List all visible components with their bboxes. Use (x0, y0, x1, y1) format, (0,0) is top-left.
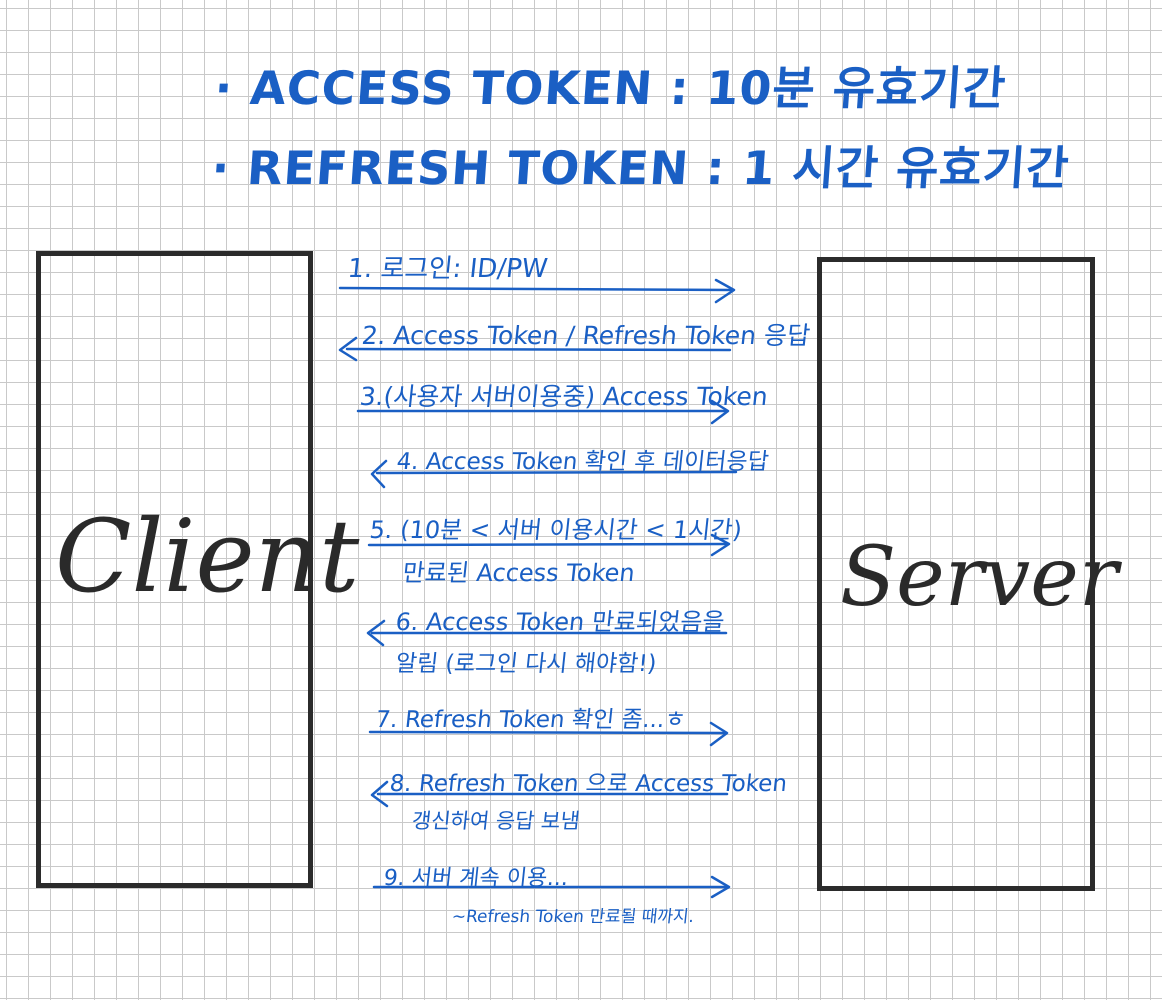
server-label: Server (840, 530, 1118, 625)
arrow-step-9 (372, 875, 731, 899)
arrow-step-1 (338, 278, 736, 304)
arrow-step-7 (368, 721, 729, 747)
client-label: Client (55, 498, 360, 615)
step-8-sublabel: 갱신하여 응답 보냄 (410, 809, 582, 833)
arrow-step-8 (370, 780, 729, 808)
step-1-label: 1. 로그인: ID/PW (346, 254, 550, 284)
step-6-sublabel: 알림 (로그인 다시 해야함!) (394, 651, 658, 677)
arrow-step-4 (370, 459, 738, 489)
step-3-label: 3.(사용자 서버이용중) Access Token (358, 382, 770, 411)
step-7-label: 7. Refresh Token 확인 좀...ㅎ (374, 707, 688, 733)
server-box (817, 257, 1095, 891)
step-6-label: 6. Access Token 만료되었음을 (394, 608, 726, 636)
arrow-step-2 (338, 336, 732, 362)
step-5-label: 5. (10분 < 서버 이용시간 < 1시간) (368, 516, 744, 544)
step-8-label: 8. Refresh Token 으로 Access Token (388, 771, 789, 797)
step-5-sublabel: 만료된 Access Token (401, 559, 637, 587)
step-9-sublabel: ~Refresh Token 만료될 때까지. (450, 907, 696, 927)
arrow-step-3 (356, 399, 730, 425)
step-9-label: 9. 서버 계속 이용... (382, 866, 570, 891)
arrow-step-6 (366, 619, 728, 647)
client-box (36, 251, 313, 888)
arrow-step-5 (367, 533, 731, 557)
step-4-label: 4. Access Token 확인 후 데이터응답 (395, 449, 771, 475)
step-2-label: 2. Access Token / Refresh Token 응답 (360, 321, 812, 350)
